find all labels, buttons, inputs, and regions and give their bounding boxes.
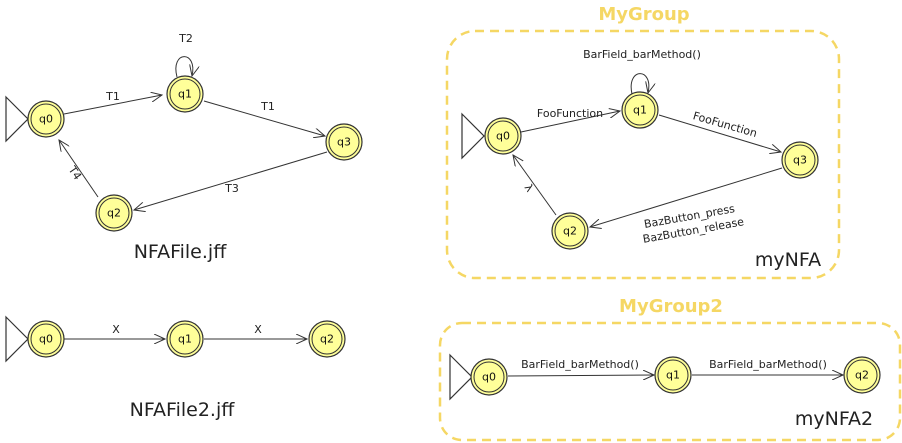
- group1-edge-q2-q0: [513, 155, 557, 216]
- state-label: q1: [178, 88, 192, 101]
- group1-state-q2[interactable]: q2: [551, 212, 589, 250]
- group2-edge-label: BarField_barMethod(): [709, 358, 827, 371]
- group1-state-q1[interactable]: q1: [621, 91, 659, 129]
- nfa2-state-q0[interactable]: q0: [27, 320, 65, 358]
- state-label: q1: [178, 333, 192, 346]
- nfa1-edge-q1-loop: [175, 56, 193, 77]
- nfa1-edge-q1-q3: [203, 100, 325, 136]
- group1-border: [445, 29, 841, 280]
- state-label: q1: [666, 369, 680, 382]
- state-label: q2: [855, 369, 869, 382]
- state-label: q0: [482, 371, 496, 384]
- nfa2-edge-label: X: [112, 323, 120, 336]
- state-label: q0: [496, 130, 510, 143]
- group1-state-q0[interactable]: q0: [484, 117, 522, 155]
- group1: MyGroup FooFunction BarField_barMethod()…: [445, 4, 841, 280]
- group2-caption: myNFA2: [795, 408, 873, 430]
- group2: MyGroup2 BarField_barMethod() BarField_b…: [438, 296, 902, 442]
- group1-edge-q0-q1: [520, 111, 620, 133]
- nfa2-edge-label: X: [254, 323, 262, 336]
- state-label: q2: [563, 225, 577, 238]
- group1-caption: myNFA: [755, 249, 821, 271]
- nfa1-edge-q0-q1: [63, 95, 162, 115]
- state-label: q0: [39, 113, 53, 126]
- group1-edge-q3-q2: [590, 167, 783, 227]
- nfa1-diagram: T1 T2 T1 T3 T4 q0 q1 q2 q3 NFAFile.jff: [5, 32, 363, 263]
- state-label: q0: [39, 333, 53, 346]
- nfa2-state-q2[interactable]: q2: [308, 320, 346, 358]
- group2-edge-q0-q1: [507, 375, 654, 376]
- group1-edge-label: BarField_barMethod(): [583, 48, 701, 61]
- group2-state-q2[interactable]: q2: [843, 356, 881, 394]
- nfa1-edge-label: T2: [178, 32, 193, 45]
- nfa1-state-q0[interactable]: q0: [27, 100, 65, 138]
- nfa1-state-q3[interactable]: q3: [325, 123, 363, 161]
- group2-edge-label: BarField_barMethod(): [521, 358, 639, 371]
- nfa1-caption: NFAFile.jff: [134, 241, 228, 263]
- group1-edge-label: λ: [522, 182, 537, 195]
- nfa2-caption: NFAFile2.jff: [130, 399, 236, 421]
- nfa1-start-arrow: [5, 95, 29, 143]
- state-label: q2: [320, 333, 334, 346]
- state-label: q3: [337, 136, 351, 149]
- state-label: q1: [633, 104, 647, 117]
- nfa1-edge-q2-q0: [59, 140, 99, 198]
- group1-start-arrow: [461, 112, 485, 160]
- state-label: q3: [793, 154, 807, 167]
- nfa2-state-q1[interactable]: q1: [166, 320, 204, 358]
- group1-edge-label: FooFunction: [537, 107, 603, 120]
- nfa1-state-q1[interactable]: q1: [166, 75, 204, 113]
- group2-border: [438, 321, 902, 442]
- group1-state-q3[interactable]: q3: [781, 141, 819, 179]
- group1-edge-q1-loop: [630, 73, 649, 94]
- nfa1-edge-q3-q2: [134, 151, 328, 210]
- nfa1-edge-label: T3: [224, 182, 239, 195]
- group2-start-arrow: [449, 353, 473, 401]
- group1-title: MyGroup: [598, 4, 689, 25]
- group2-title: MyGroup2: [619, 296, 723, 317]
- state-label: q2: [107, 207, 121, 220]
- group1-edge-q1-q3: [658, 114, 781, 152]
- nfa1-state-q2[interactable]: q2: [95, 194, 133, 232]
- nfa1-edge-label: T4: [65, 163, 84, 182]
- nfa1-edge-label: T1: [105, 90, 120, 103]
- nfa2-start-arrow: [5, 315, 29, 363]
- nfa1-edge-label: T1: [260, 100, 275, 113]
- nfa2-diagram: X X q0 q1 q2 NFAFile2.jff: [5, 315, 346, 421]
- group2-state-q0[interactable]: q0: [470, 358, 508, 396]
- group2-state-q1[interactable]: q1: [654, 356, 692, 394]
